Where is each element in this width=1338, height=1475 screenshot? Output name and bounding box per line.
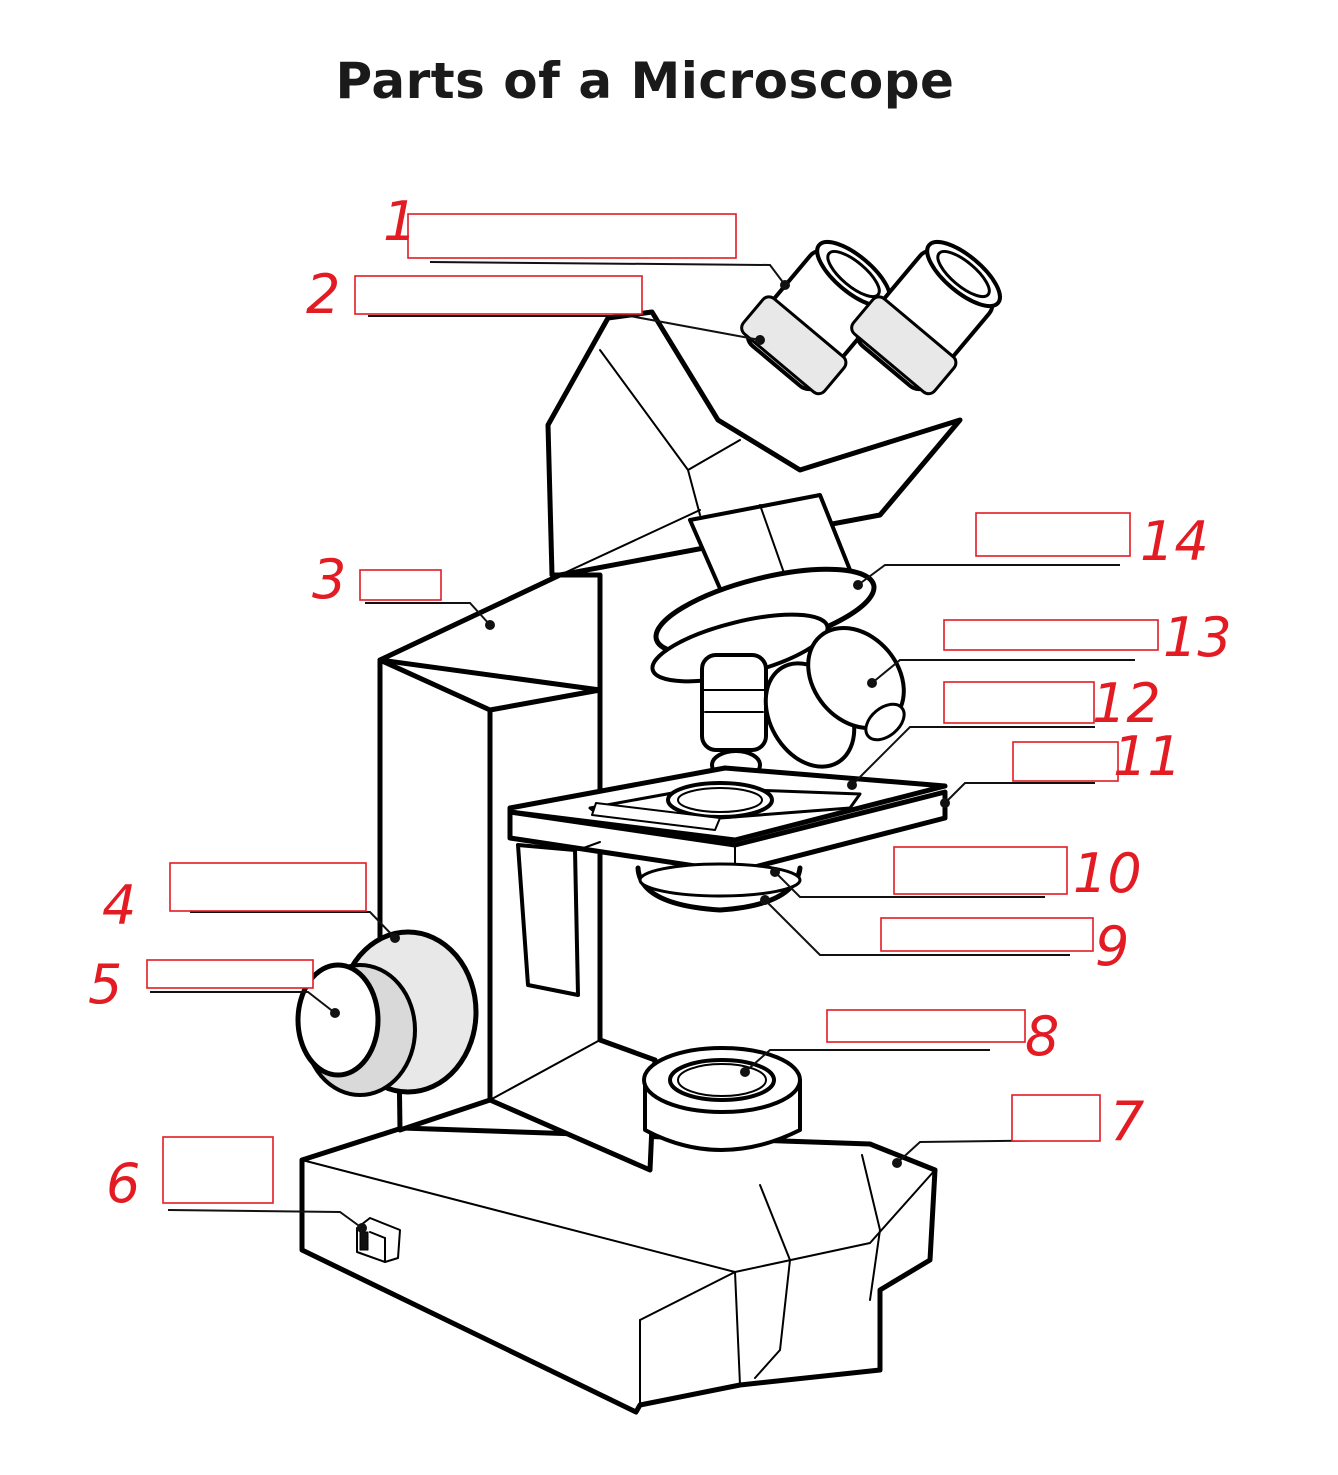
- label-number-8: 8: [1025, 1005, 1059, 1068]
- base: [299, 1125, 938, 1415]
- focus-knobs: [295, 929, 479, 1097]
- objective-lenses: [700, 625, 906, 781]
- answer-box-10[interactable]: [893, 846, 1068, 895]
- label-number-7: 7: [1110, 1090, 1144, 1153]
- label-number-11: 11: [1113, 725, 1182, 788]
- answer-box-12[interactable]: [943, 681, 1095, 724]
- label-number-12: 12: [1092, 672, 1161, 735]
- label-number-13: 13: [1163, 606, 1232, 669]
- illuminator: [642, 1046, 802, 1152]
- page-title: Parts of a Microscope: [335, 52, 955, 110]
- answer-box-8[interactable]: [826, 1009, 1026, 1043]
- condenser: [635, 862, 803, 913]
- answer-box-2[interactable]: [354, 275, 643, 315]
- answer-boxes: [146, 213, 1159, 1204]
- label-number-1: 1: [383, 190, 417, 253]
- answer-box-11[interactable]: [1012, 741, 1119, 782]
- answer-box-6[interactable]: [162, 1136, 274, 1204]
- label-number-14: 14: [1140, 510, 1209, 573]
- stage: [507, 765, 948, 997]
- label-numbers: 1 2 3 4 5 6 7 8 9 10 11 12 13 14: [88, 190, 1232, 1215]
- leader-lines: [150, 261, 1135, 1233]
- label-number-3: 3: [312, 548, 346, 611]
- answer-box-7[interactable]: [1011, 1094, 1101, 1142]
- power-switch: [356, 1217, 401, 1263]
- label-number-9: 9: [1095, 915, 1129, 978]
- label-number-5: 5: [88, 953, 122, 1016]
- eyepieces: [740, 239, 1002, 396]
- label-number-4: 4: [102, 874, 136, 937]
- answer-box-1[interactable]: [407, 213, 737, 259]
- answer-box-4[interactable]: [169, 862, 367, 912]
- microscope-illustration: [295, 239, 1002, 1415]
- answer-box-13[interactable]: [943, 619, 1159, 651]
- head: [545, 309, 963, 578]
- answer-box-9[interactable]: [880, 917, 1094, 952]
- answer-box-3[interactable]: [359, 569, 442, 601]
- label-number-2: 2: [306, 263, 340, 326]
- label-number-6: 6: [106, 1152, 140, 1215]
- label-number-10: 10: [1073, 842, 1142, 905]
- answer-box-5[interactable]: [146, 959, 314, 989]
- answer-box-14[interactable]: [975, 512, 1131, 557]
